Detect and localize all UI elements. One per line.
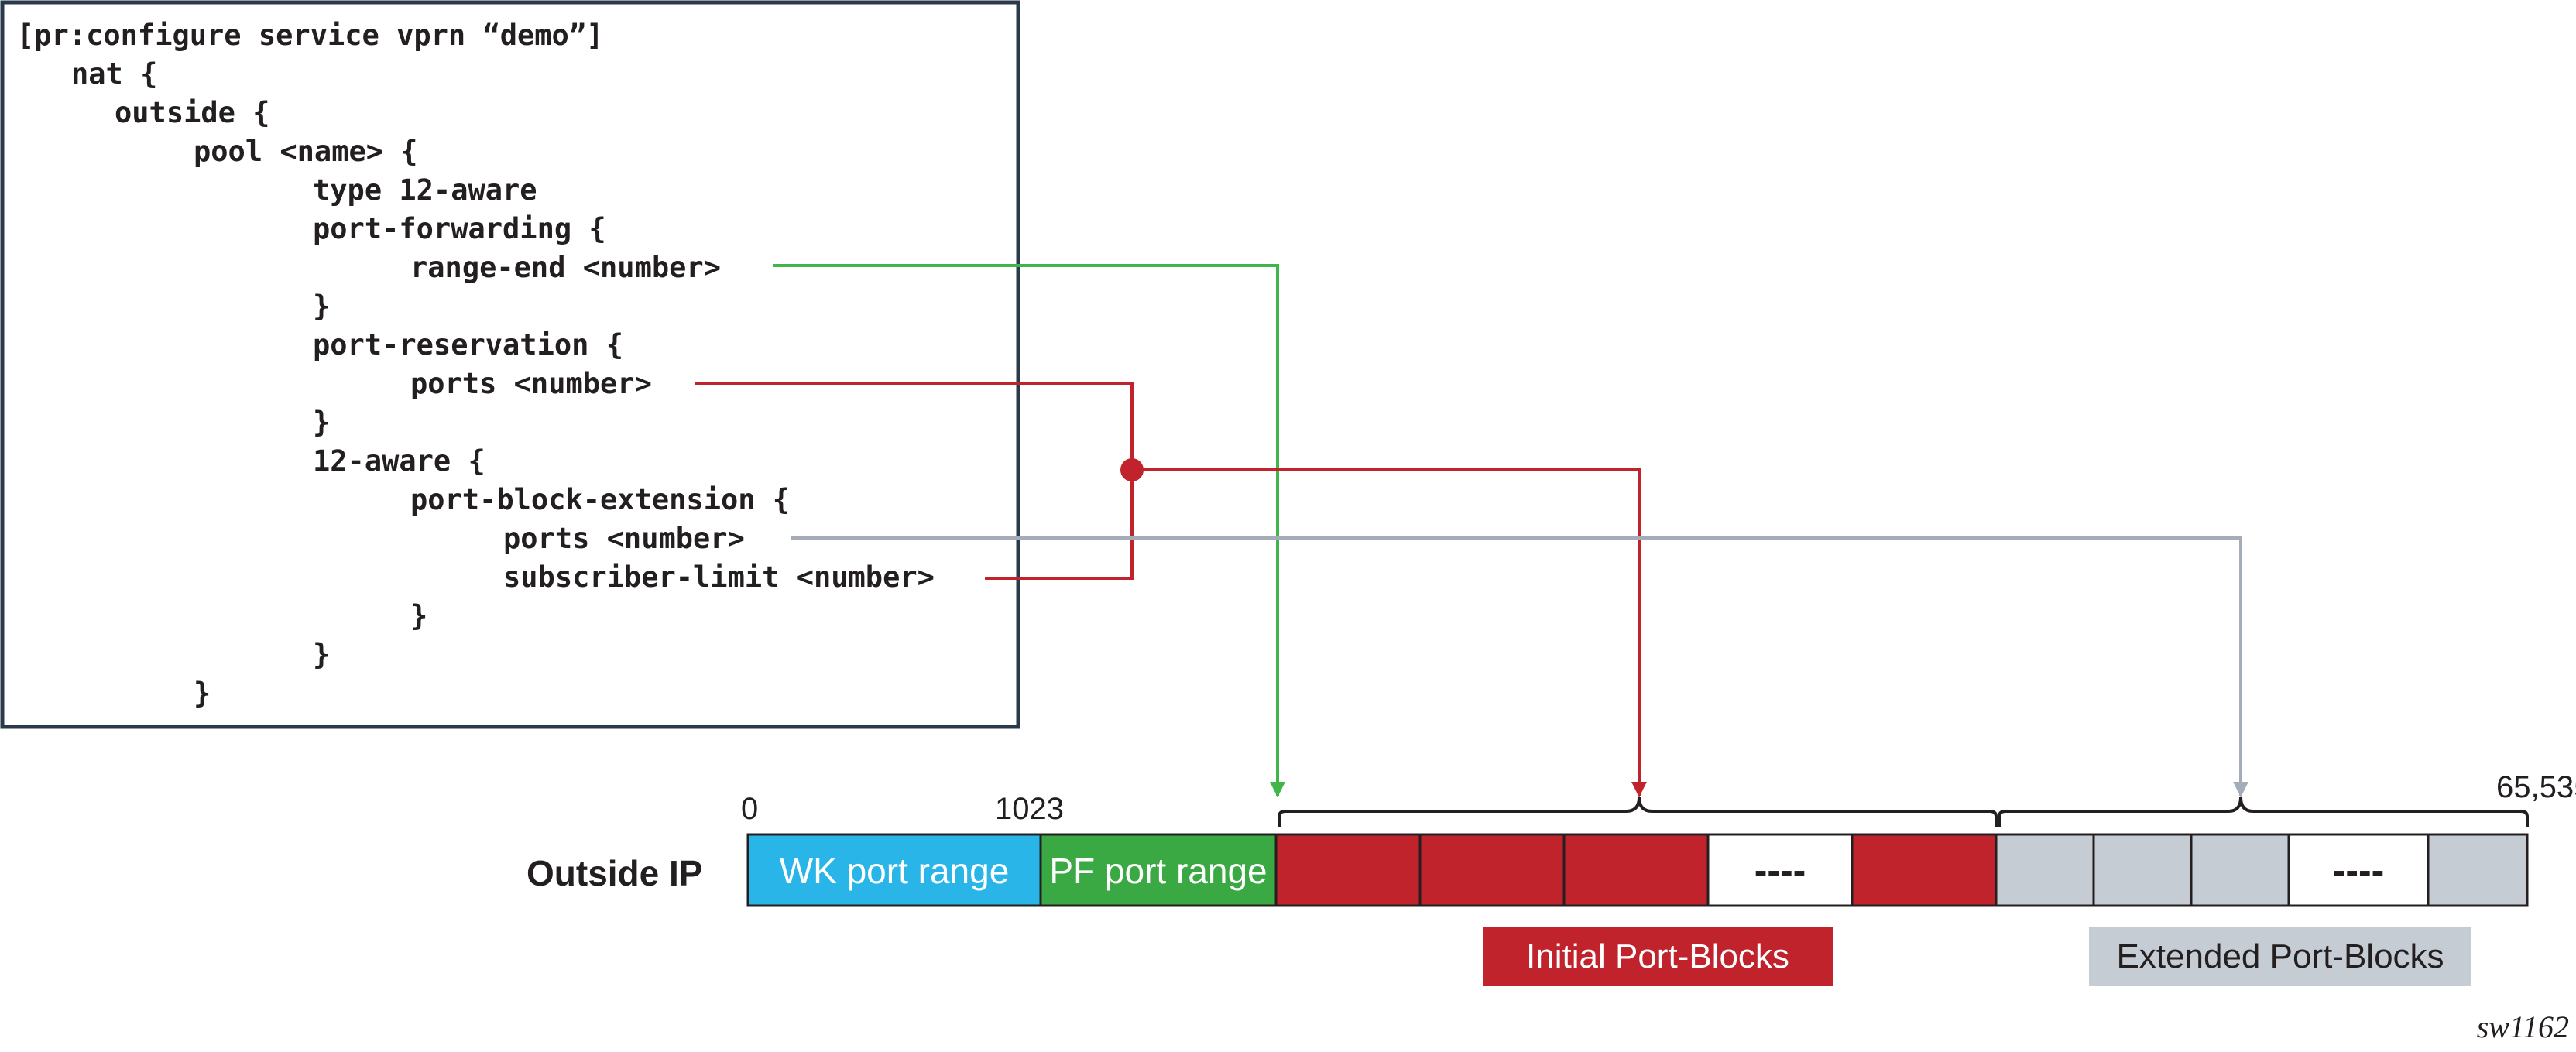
figure-id: sw1162 <box>2477 1009 2569 1044</box>
config-line-17: } <box>194 677 211 710</box>
end-port-label: 65,535 <box>2496 770 2576 804</box>
pf-port-range-label: PF port range <box>1049 851 1267 891</box>
config-box: [pr:configure service vprn “demo”] nat {… <box>0 0 1020 729</box>
config-line-7: } <box>313 290 330 323</box>
extended-block-2 <box>2092 833 2193 907</box>
wk-port-range-label: WK port range <box>780 851 1010 891</box>
initial-block-3 <box>1562 833 1710 907</box>
outside-ip-label: Outside IP <box>527 853 702 893</box>
extended-block-3 <box>2190 833 2290 907</box>
wk-end-port-label: 1023 <box>995 792 1064 826</box>
connectors <box>695 264 2248 797</box>
port-range-bar: WK port range PF port range ---- ---- <box>746 833 2529 907</box>
initial-blocks-tag-label: Initial Port-Blocks <box>1526 937 1789 975</box>
extended-block-1 <box>1995 833 2095 907</box>
config-line-3: pool <name> { <box>194 135 418 168</box>
extended-blocks-brace <box>1998 797 2529 827</box>
config-line-14: subscriber-limit <number> <box>503 560 935 594</box>
config-line-4: type 12-aware <box>313 173 537 207</box>
config-line-2: outside { <box>115 96 269 129</box>
initial-block-4 <box>1851 833 1998 907</box>
extended-blocks-tag <box>2089 927 2471 986</box>
extended-blocks-tag-label: Extended Port-Blocks <box>2116 937 2444 975</box>
config-line-16: } <box>313 638 330 671</box>
config-line-12: port-block-extension { <box>410 483 790 516</box>
extended-block-4 <box>2427 833 2529 907</box>
config-line-6: range-end <number> <box>410 251 721 284</box>
start-port-label: 0 <box>741 792 758 826</box>
config-line-5: port-forwarding { <box>313 212 606 245</box>
extension-connector <box>791 536 2248 797</box>
initial-block-1 <box>1274 833 1422 907</box>
config-line-8: port-reservation { <box>313 328 623 362</box>
extended-block-gap <box>2287 833 2430 907</box>
config-line-0: [pr:configure service vprn “demo”] <box>17 19 603 52</box>
config-line-9: ports <number> <box>410 367 652 400</box>
range-end-connector <box>773 264 1285 797</box>
initial-block-gap <box>1706 833 1854 907</box>
initial-blocks-connector <box>1132 468 1647 797</box>
config-line-10: } <box>313 406 330 439</box>
initial-blocks-brace <box>1278 797 1998 827</box>
initial-gap-dashes: ---- <box>1754 848 1806 892</box>
junction-dot <box>1120 458 1144 481</box>
config-line-1: nat { <box>71 57 157 91</box>
config-line-13: ports <number> <box>503 522 745 555</box>
pf-port-range-segment <box>1039 833 1278 907</box>
config-line-11: 12-aware { <box>313 444 485 478</box>
config-box-border <box>0 0 1020 729</box>
initial-block-2 <box>1418 833 1566 907</box>
extended-gap-dashes: ---- <box>2333 848 2385 892</box>
config-line-15: } <box>410 599 427 632</box>
initial-blocks-tag <box>1483 927 1833 986</box>
